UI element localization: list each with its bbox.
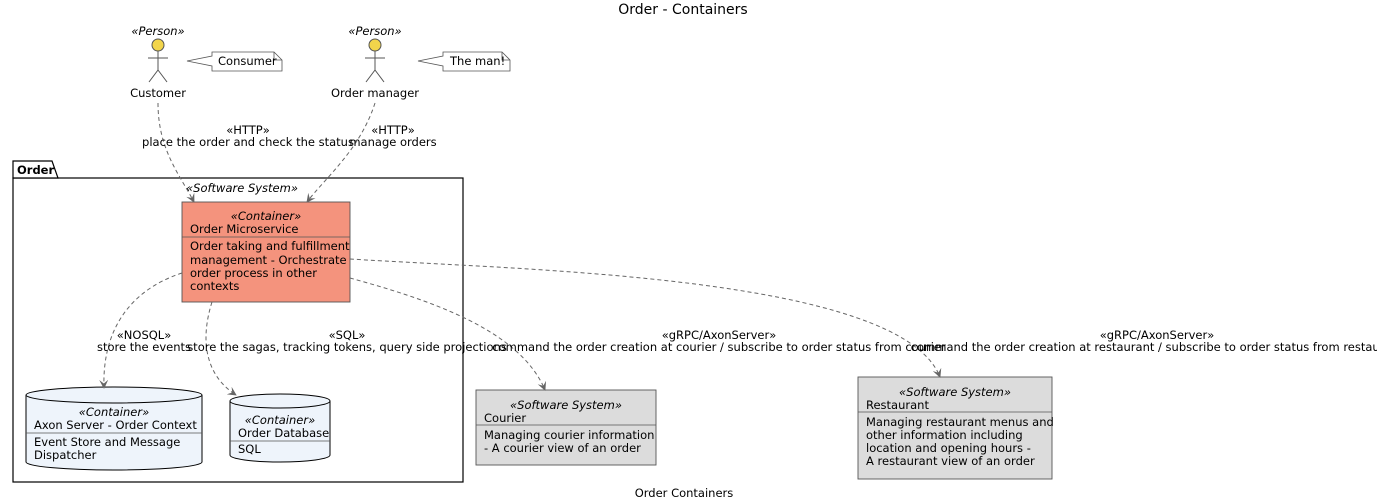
relation-axon-protocol: «NOSQL» xyxy=(117,328,172,342)
relation-db-protocol: «SQL» xyxy=(329,328,366,342)
order-microservice-stereotype: «Container» xyxy=(231,209,301,223)
relation-courier-label: command the order creation at courier / … xyxy=(492,340,946,354)
order-microservice-name: Order Microservice xyxy=(190,222,298,236)
container-order-microservice: «Container» Order Microservice Order tak… xyxy=(181,201,351,303)
axon-server-stereotype: «Container» xyxy=(79,405,149,419)
relation-manager-arrow xyxy=(306,102,376,203)
relation-restaurant-protocol: «gRPC/AxonServer» xyxy=(1100,328,1215,342)
diagram-caption: Order Containers xyxy=(635,486,734,500)
order-microservice-desc-line: contexts xyxy=(190,279,239,293)
relation-manager-protocol: «HTTP» xyxy=(371,123,415,137)
restaurant-desc-line: location and opening hours - xyxy=(866,441,1031,455)
courier-name: Courier xyxy=(484,411,526,425)
person-icon xyxy=(148,38,168,83)
note-consumer-text: Consumer xyxy=(218,54,277,68)
restaurant-desc-line: A restaurant view of an order xyxy=(866,454,1035,468)
relation-customer-protocol: «HTTP» xyxy=(226,123,270,137)
axon-server-desc-line: Dispatcher xyxy=(34,448,97,462)
order-database-desc-line: SQL xyxy=(238,442,261,456)
actor-customer-stereotype: «Person» xyxy=(131,24,184,38)
relation-axon-arrow xyxy=(99,272,183,389)
system-restaurant: «Software System» Restaurant Managing re… xyxy=(857,376,1054,480)
relation-customer-arrow xyxy=(157,102,195,203)
package-order: Order xyxy=(12,160,464,483)
system-courier: «Software System» Courier Managing couri… xyxy=(475,389,657,466)
relation-courier-arrow xyxy=(349,277,547,391)
order-microservice-desc-line: Order taking and fulfillment xyxy=(190,239,350,253)
actor-customer: «Person» Customer xyxy=(130,24,186,100)
relation-db-label: store the sagas, tracking tokens, query … xyxy=(187,340,507,354)
relation-customer-label: place the order and check the status xyxy=(142,135,354,149)
diagram-title: Order - Containers xyxy=(618,2,747,18)
relation-db-arrow xyxy=(205,301,237,396)
database-axon-server: «Container» Axon Server - Order Context … xyxy=(25,386,203,471)
actor-manager-stereotype: «Person» xyxy=(348,24,401,38)
note-the-man: The man! xyxy=(417,51,511,72)
relation-manager-label: manage orders xyxy=(349,135,436,149)
order-database-name: Order Database xyxy=(238,426,329,440)
package-name: Order xyxy=(17,163,54,177)
relation-restaurant-label: command the order creation at restaurant… xyxy=(911,340,1377,354)
relation-axon-label: store the events xyxy=(97,340,191,354)
note-consumer: Consumer xyxy=(186,51,283,72)
person-icon xyxy=(365,38,385,83)
courier-desc-line: - A courier view of an order xyxy=(484,441,641,455)
package-stereotype: «Software System» xyxy=(186,181,298,195)
note-the-man-text: The man! xyxy=(449,54,505,68)
relation-restaurant-arrow xyxy=(349,258,942,378)
order-microservice-desc-line: management - Orchestrate xyxy=(190,253,347,267)
restaurant-desc-line: other information including xyxy=(866,428,1023,442)
restaurant-stereotype: «Software System» xyxy=(899,385,1011,399)
actor-customer-name: Customer xyxy=(130,86,186,100)
relation-courier-protocol: «gRPC/AxonServer» xyxy=(662,328,777,342)
order-microservice-desc-line: order process in other xyxy=(190,266,317,280)
axon-server-desc-line: Event Store and Message xyxy=(34,435,180,449)
actor-order-manager: «Person» Order manager xyxy=(331,24,419,100)
restaurant-name: Restaurant xyxy=(866,398,929,412)
courier-stereotype: «Software System» xyxy=(510,398,622,412)
courier-desc-line: Managing courier information xyxy=(484,428,654,442)
database-order-database: «Container» Order Database SQL xyxy=(229,393,331,463)
restaurant-desc-line: Managing restaurant menus and xyxy=(866,415,1054,429)
axon-server-name: Axon Server - Order Context xyxy=(34,418,197,432)
actor-manager-name: Order manager xyxy=(331,86,419,100)
order-database-stereotype: «Container» xyxy=(245,413,315,427)
